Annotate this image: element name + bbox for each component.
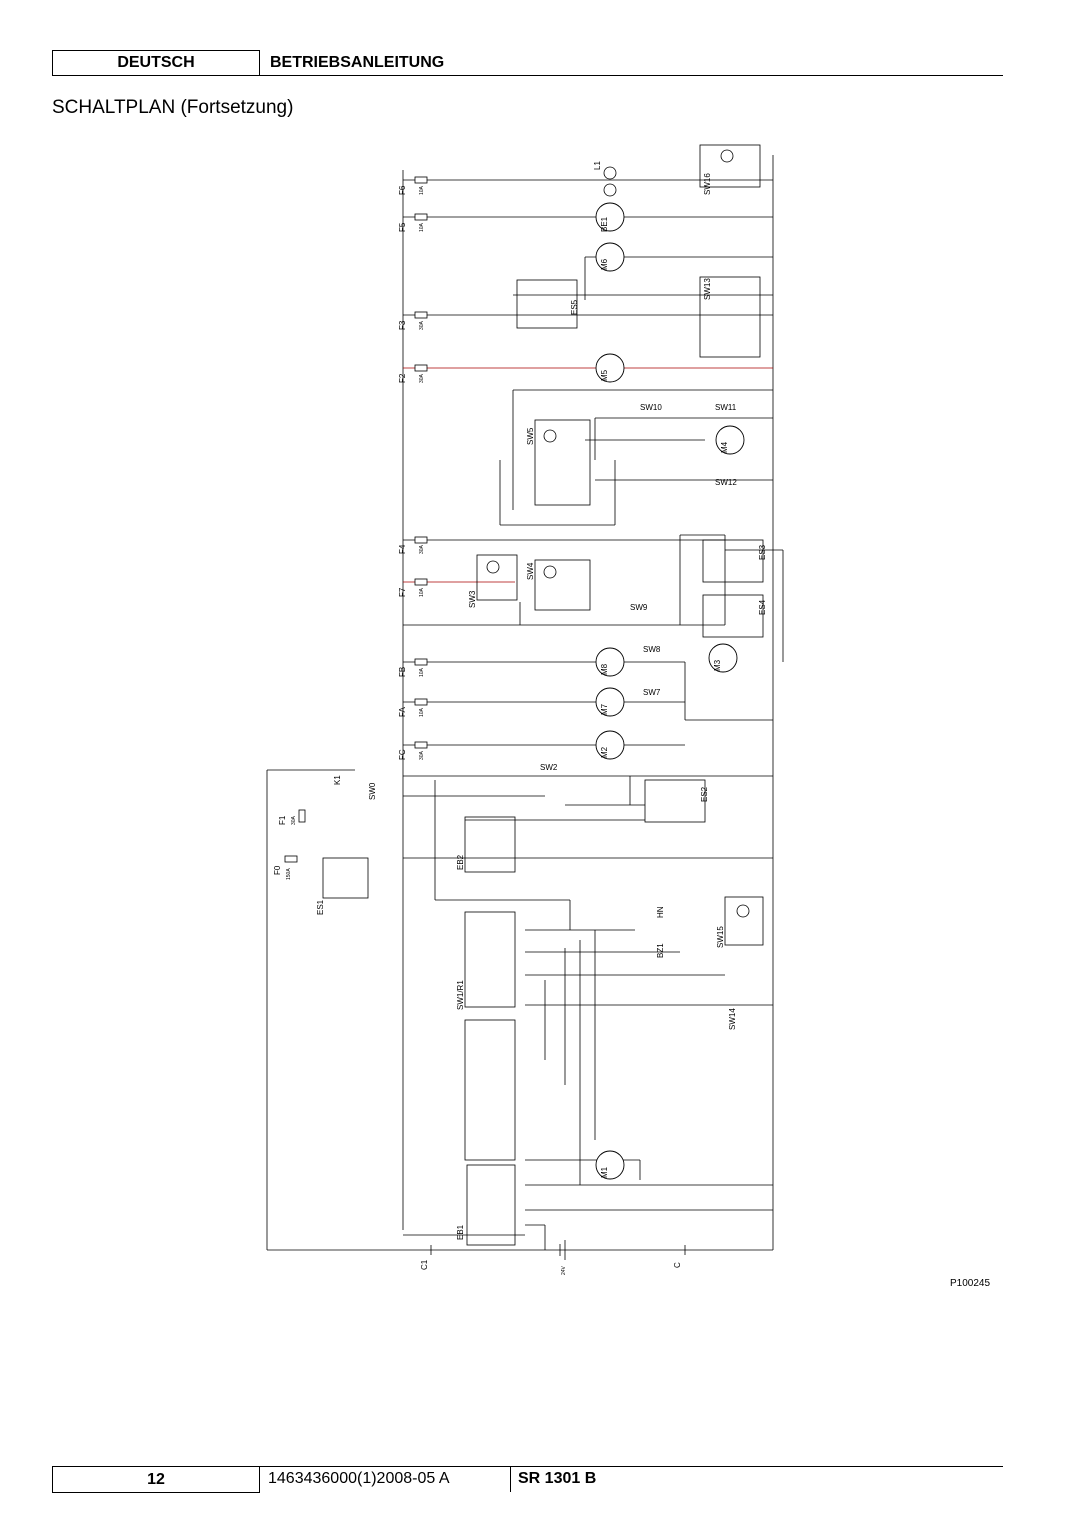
rating-fc: 30A <box>419 750 425 760</box>
label-sw10: SW10 <box>640 403 662 412</box>
label-f1: F1 <box>278 815 287 825</box>
rating-f6: 10A <box>419 185 425 195</box>
label-sw4: SW4 <box>526 562 535 580</box>
label-hn: HN <box>656 906 665 918</box>
wiring-diagram: F6 F5 F3 F2 F4 F7 FB FA FC F1 F0 L1 BE1 … <box>266 144 784 1275</box>
label-c: C <box>673 1262 682 1268</box>
label-f6: F6 <box>398 185 407 195</box>
footer-rule <box>52 1466 1003 1467</box>
page-header: DEUTSCH BETRIEBSANLEITUNG <box>52 50 1003 76</box>
model-name: SR 1301 B <box>518 1470 597 1487</box>
document-type: BETRIEBSANLEITUNG <box>270 54 445 71</box>
label-fb: FB <box>398 667 407 677</box>
fuses <box>284 176 428 863</box>
label-sw12: SW12 <box>715 478 737 487</box>
label-es3: ES3 <box>758 544 767 560</box>
fuse-ratings: 10A 10A 30A 30A 30A 10A 10A 10A 30A 30A … <box>286 185 425 880</box>
rating-f2: 30A <box>419 373 425 383</box>
diagram-code: P100245 <box>950 1278 991 1289</box>
rating-fa: 10A <box>419 707 425 717</box>
label-f2: F2 <box>398 373 407 383</box>
rating-f4: 30A <box>419 544 425 554</box>
rating-f7: 10A <box>419 587 425 597</box>
document-number: 1463436000(1)2008-05 A <box>268 1470 450 1487</box>
label-f5: F5 <box>398 222 407 232</box>
label-es1: ES1 <box>316 899 325 915</box>
label-m6: M6 <box>600 258 609 270</box>
relay-blocks <box>322 144 764 1246</box>
label-f7: F7 <box>398 587 407 597</box>
language-label: DEUTSCH <box>52 50 260 76</box>
label-es5: ES5 <box>570 299 579 315</box>
label-m8: M8 <box>600 663 609 675</box>
label-fa: FA <box>398 707 407 717</box>
label-f0: F0 <box>273 865 282 875</box>
label-c1: C1 <box>420 1259 429 1270</box>
label-eb1: EB1 <box>456 1224 465 1240</box>
label-f3: F3 <box>398 320 407 330</box>
label-sw1-r1: SW1/R1 <box>456 980 465 1010</box>
label-k1: K1 <box>333 775 342 785</box>
rating-f1: 30A <box>291 815 297 825</box>
label-m1: M1 <box>600 1166 609 1178</box>
label-bz1: BZ1 <box>656 943 665 958</box>
label-l1: L1 <box>593 161 602 170</box>
wiring-lines <box>266 155 784 1251</box>
label-sw15: SW15 <box>716 926 725 948</box>
label-m4: M4 <box>720 441 729 453</box>
label-sw2: SW2 <box>540 763 558 772</box>
component-labels: F6 F5 F3 F2 F4 F7 FB FA FC F1 F0 L1 BE1 … <box>273 161 767 1275</box>
label-eb2: EB2 <box>456 854 465 870</box>
label-sw5: SW5 <box>526 427 535 445</box>
label-m2: M2 <box>600 746 609 758</box>
page-footer: 12 1463436000(1)2008-05 A SR 1301 B <box>52 1466 1003 1493</box>
label-sw3: SW3 <box>468 590 477 608</box>
section-title: SCHALTPLAN (Fortsetzung) <box>52 97 294 118</box>
label-m3: M3 <box>713 659 722 671</box>
rating-f0: 150A <box>286 868 292 880</box>
label-24v: 24V <box>561 1265 567 1275</box>
label-f4: F4 <box>398 544 407 554</box>
label-sw14: SW14 <box>728 1008 737 1030</box>
label-sw8: SW8 <box>643 645 661 654</box>
label-sw16: SW16 <box>703 173 712 195</box>
rating-fb: 10A <box>419 667 425 677</box>
header-rule <box>260 75 1003 76</box>
label-sw11: SW11 <box>715 403 737 412</box>
label-sw7: SW7 <box>643 688 661 697</box>
label-es4: ES4 <box>758 599 767 615</box>
lamps <box>486 149 750 918</box>
label-m5: M5 <box>600 369 609 381</box>
motors <box>595 202 745 1180</box>
label-sw9: SW9 <box>630 603 648 612</box>
label-m7: M7 <box>600 703 609 715</box>
label-sw13: SW13 <box>703 278 712 300</box>
footer-separator <box>510 1466 511 1492</box>
rating-f5: 10A <box>419 222 425 232</box>
label-sw0: SW0 <box>368 782 377 800</box>
label-es2: ES2 <box>700 786 709 802</box>
label-be1: BE1 <box>600 216 609 232</box>
ground-symbols <box>430 1240 686 1260</box>
page-number: 12 <box>52 1466 260 1493</box>
label-fc: FC <box>398 749 407 760</box>
rating-f3: 30A <box>419 320 425 330</box>
